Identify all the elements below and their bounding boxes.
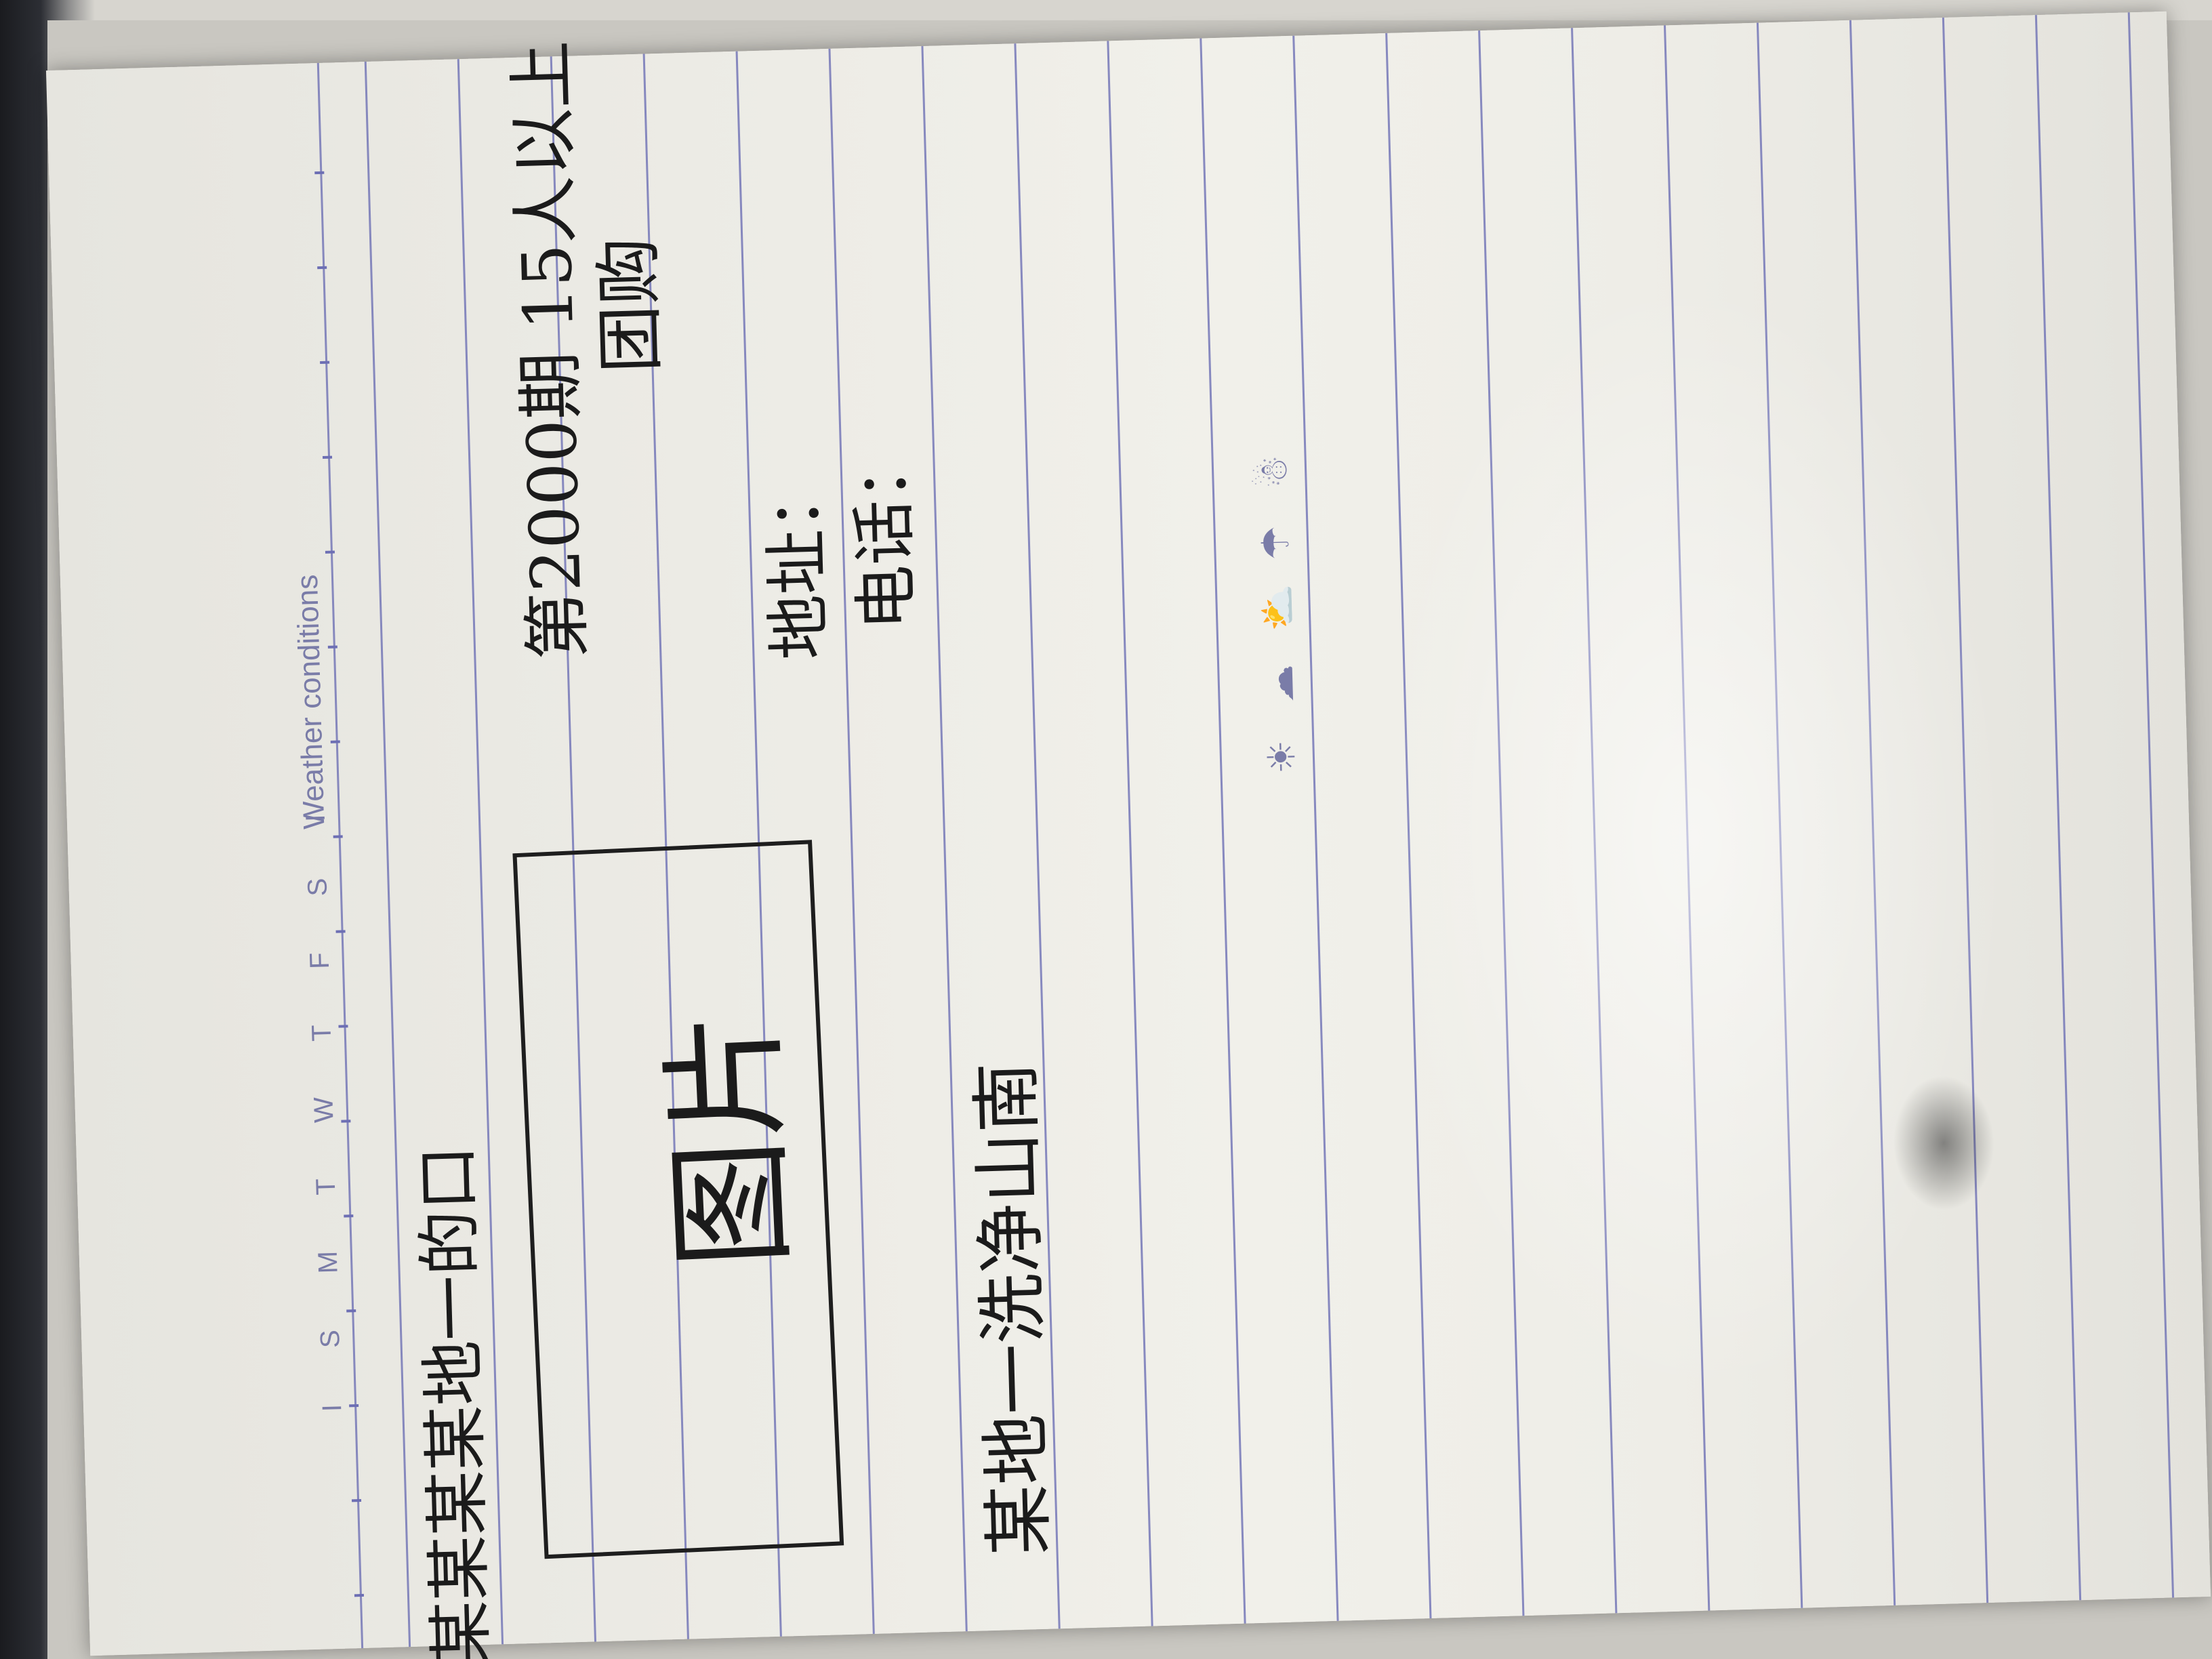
header-tick [335, 930, 346, 933]
image-placeholder-label: 图片 [649, 1007, 811, 1272]
image-placeholder-box: 图片 [512, 840, 844, 1559]
notebook-page: I S M T W T F S I Weather conditions ☀ ☁… [45, 11, 2211, 1659]
header-tick [333, 835, 343, 838]
ruled-line [2034, 15, 2082, 1601]
header-tick [320, 361, 330, 365]
header-tick [327, 645, 337, 649]
header-tick [351, 1498, 362, 1502]
ruled-line [1292, 35, 1339, 1621]
ruled-line [1849, 20, 1896, 1605]
ruled-line [1478, 30, 1525, 1616]
sun-icon: ☀ [1259, 739, 1305, 775]
ruled-line [1571, 28, 1618, 1614]
header-tick [346, 1309, 356, 1313]
weather-icons: ☀ ☁ ⛅ ☂ ☃ [1250, 443, 1306, 775]
handwritten-phone-label: 电话： [844, 434, 926, 632]
photo-frame: I S M T W T F S I Weather conditions ☀ ☁… [27, 0, 2212, 1659]
header-tick [341, 1120, 351, 1123]
header-tick [322, 455, 333, 459]
ink-smudge [1891, 1073, 1996, 1212]
handwritten-title: 某某某某地一的口 [409, 1144, 500, 1659]
handwritten-bottom-line: 某地一洗净山南 [964, 1061, 1061, 1557]
header-tick [338, 1025, 348, 1028]
ruled-line [1385, 33, 1432, 1619]
header-tick [314, 171, 325, 175]
ruled-line [1942, 17, 1989, 1603]
light-glare [1338, 219, 2051, 1458]
header-tick [325, 550, 335, 554]
cloud-icon: ☁ [1257, 664, 1303, 703]
ruled-line [1107, 41, 1153, 1626]
header-tick [317, 266, 327, 270]
handwritten-address-label: 地址： [756, 463, 838, 661]
handwritten-line-1-tail: 团购 [588, 236, 672, 374]
ruled-line [1756, 22, 1803, 1608]
ruled-line [2127, 12, 2175, 1598]
ruled-line [1200, 38, 1246, 1624]
header-tick [354, 1593, 364, 1597]
ruled-line [1664, 25, 1711, 1611]
header-tick [344, 1214, 354, 1218]
header-tick [349, 1404, 359, 1408]
weather-conditions-label: Weather conditions [290, 574, 331, 830]
rain-icon: ☂ [1253, 525, 1299, 561]
snow-icon: ☃ [1251, 454, 1297, 490]
header-tick [330, 740, 340, 743]
partly-cloudy-icon: ⛅ [1255, 583, 1301, 632]
